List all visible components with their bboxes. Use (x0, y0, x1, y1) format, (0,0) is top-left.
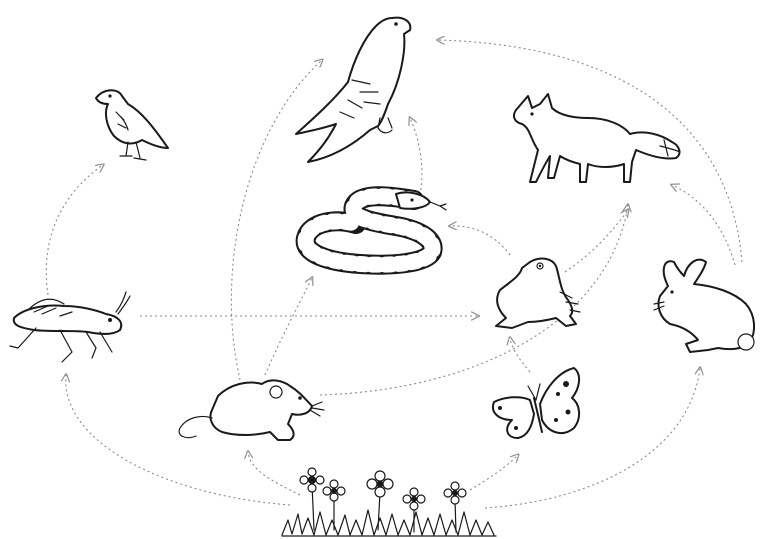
snake-icon (306, 192, 446, 264)
arrow-mouse-to-snake (265, 278, 312, 375)
arrow-frog-to-fox (565, 210, 628, 272)
arrow-butterfly-to-frog (510, 338, 530, 372)
hawk-icon (296, 18, 410, 162)
grass-flowers-icon (282, 468, 496, 536)
arrow-snake-to-hawk (410, 118, 422, 195)
arrow-frog-to-snake (450, 226, 510, 255)
arrow-grass-to-mouse (248, 452, 300, 495)
arrow-grasshopper-to-bird (46, 165, 103, 295)
bird-icon (96, 90, 168, 160)
arrow-mouse-to-fox (320, 205, 628, 395)
grasshopper-icon (10, 292, 130, 362)
butterfly-icon (493, 368, 579, 438)
arrow-rabbit-to-fox (672, 185, 735, 265)
frog-icon (496, 259, 580, 328)
mouse-icon (179, 380, 324, 440)
rabbit-icon (654, 260, 754, 352)
fox-icon (514, 94, 680, 182)
arrow-grass-to-butterfly (470, 455, 518, 490)
